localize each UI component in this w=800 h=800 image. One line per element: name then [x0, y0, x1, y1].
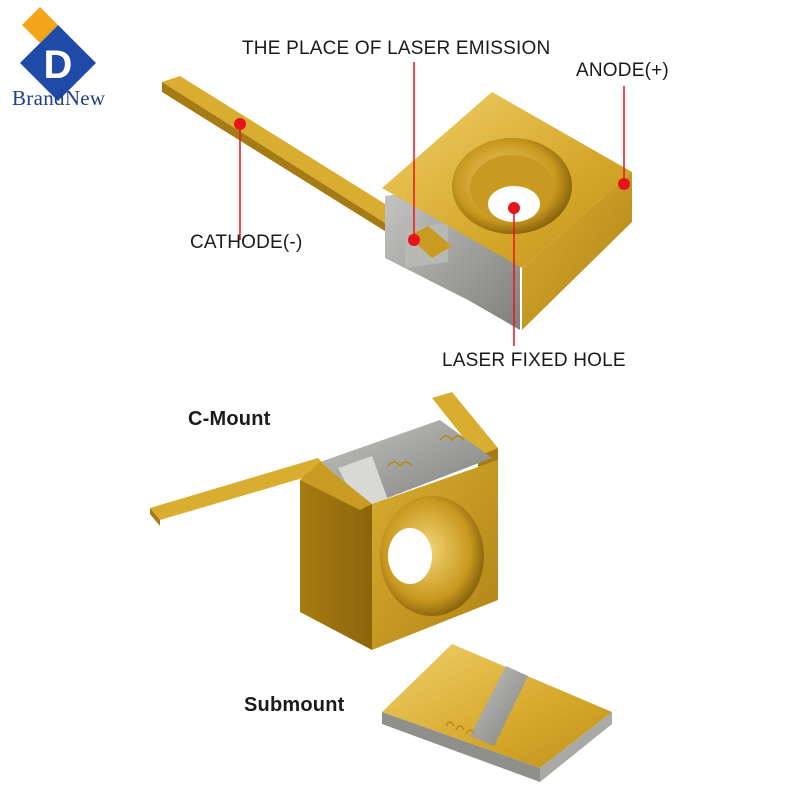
emission-marker-icon: [408, 234, 420, 246]
anode-label: ANODE(+): [576, 60, 669, 81]
submount-device: [382, 644, 612, 782]
cathode-label: CATHODE(-): [190, 232, 303, 253]
submount-stripe: [470, 666, 528, 746]
cmount-cathode-strip: [150, 458, 330, 520]
cmount-left-face: [300, 480, 372, 650]
anode-marker-icon: [618, 178, 630, 190]
top-cmount-device: [162, 76, 632, 330]
emission-label: THE PLACE OF LASER EMISSION: [242, 38, 551, 59]
logo-accent-icon: [22, 7, 58, 43]
brandnew-logo: D: [20, 7, 96, 101]
hole-marker-icon: [508, 202, 520, 214]
cathode-marker-icon: [234, 118, 246, 130]
annotation-markers: [239, 62, 625, 346]
logo-letter: D: [44, 43, 73, 87]
cmount-label: C-Mount: [188, 408, 271, 430]
submount-label: Submount: [244, 694, 345, 716]
logo-diamond-icon: [20, 25, 96, 101]
cmount-device: [150, 392, 498, 650]
fixed-hole-label: LASER FIXED HOLE: [442, 350, 626, 371]
cube-front-face: [522, 172, 632, 330]
steel-base: [385, 190, 520, 330]
cathode-strip: [162, 76, 430, 240]
brand-name: BrandNew: [12, 86, 106, 110]
